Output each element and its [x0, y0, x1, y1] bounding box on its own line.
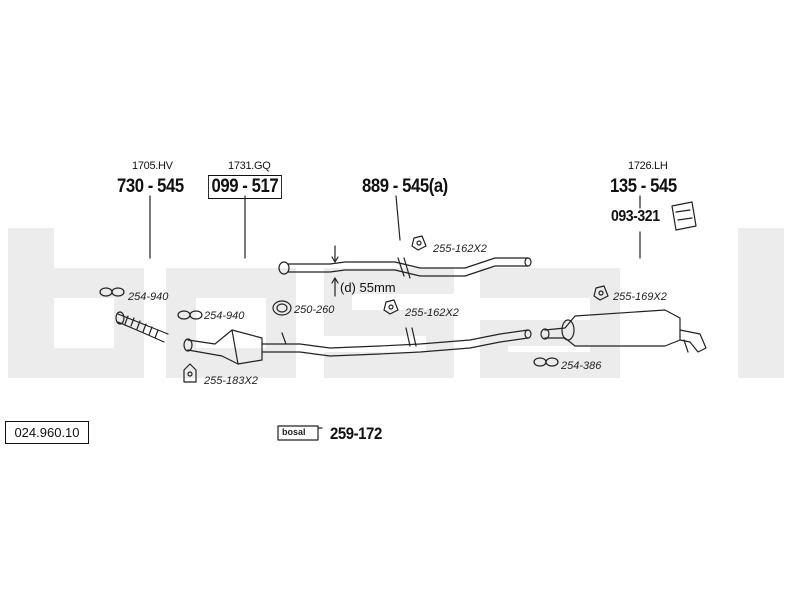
- fitting-label[interactable]: 255-162X2: [433, 243, 487, 255]
- pipe-diameter-label: (d) 55mm: [340, 280, 396, 295]
- part-oe-code-rear-muffler: 1726.LH: [628, 160, 668, 172]
- pipe-end: [278, 261, 290, 275]
- mount-icon: [183, 363, 197, 383]
- part-oe-code-front-pipe: 1705.HV: [132, 160, 173, 172]
- fitting-label[interactable]: 255-183X2: [204, 375, 258, 387]
- bosal-kit-icon: [277, 425, 319, 441]
- fitting-label[interactable]: 254-386: [561, 360, 602, 372]
- diagram-reference-number: 024.960.10: [5, 421, 89, 444]
- fitting-label[interactable]: 255-169X2: [613, 291, 667, 303]
- rubber-mount-icon: [383, 299, 399, 315]
- part-number-front-pipe[interactable]: 730 - 545: [117, 176, 184, 197]
- fitting-label[interactable]: 250-260: [294, 304, 335, 316]
- dimension-arrowhead: [331, 277, 339, 284]
- part-number-intermediate-pipe[interactable]: 889 - 545(a): [362, 176, 448, 197]
- clamp-icon: [99, 287, 125, 297]
- fitting-label[interactable]: 254-940: [204, 310, 245, 322]
- clamp-icon: [177, 310, 203, 320]
- clamp-icon: [533, 357, 559, 367]
- leader-line: [395, 195, 401, 241]
- intermediate-pipe-upper-top: [287, 257, 529, 269]
- part-number-rear-muffler[interactable]: 135 - 545: [610, 176, 677, 197]
- rubber-mount-icon: [593, 285, 609, 301]
- fitting-label[interactable]: 255-162X2: [405, 307, 459, 319]
- tailpipe: [679, 329, 707, 353]
- catalytic-converter: [187, 329, 263, 365]
- kit-icon-text: bosal: [282, 427, 306, 437]
- rubber-mount-icon: [411, 235, 427, 251]
- gasket-icon: [272, 300, 292, 316]
- flex-pipe: [117, 313, 169, 335]
- bracket-icon: [671, 201, 697, 231]
- fitting-label[interactable]: 254-940: [128, 291, 169, 303]
- intermediate-pipe-lower-top: [261, 329, 529, 349]
- kit-part-number[interactable]: 259-172: [330, 424, 382, 443]
- part-number-bracket[interactable]: 093-321: [611, 208, 660, 225]
- rear-muffler: [544, 309, 681, 347]
- part-oe-code-catalyst: 1731.GQ: [228, 160, 271, 172]
- intermediate-pipe-upper-bottom: [287, 265, 529, 277]
